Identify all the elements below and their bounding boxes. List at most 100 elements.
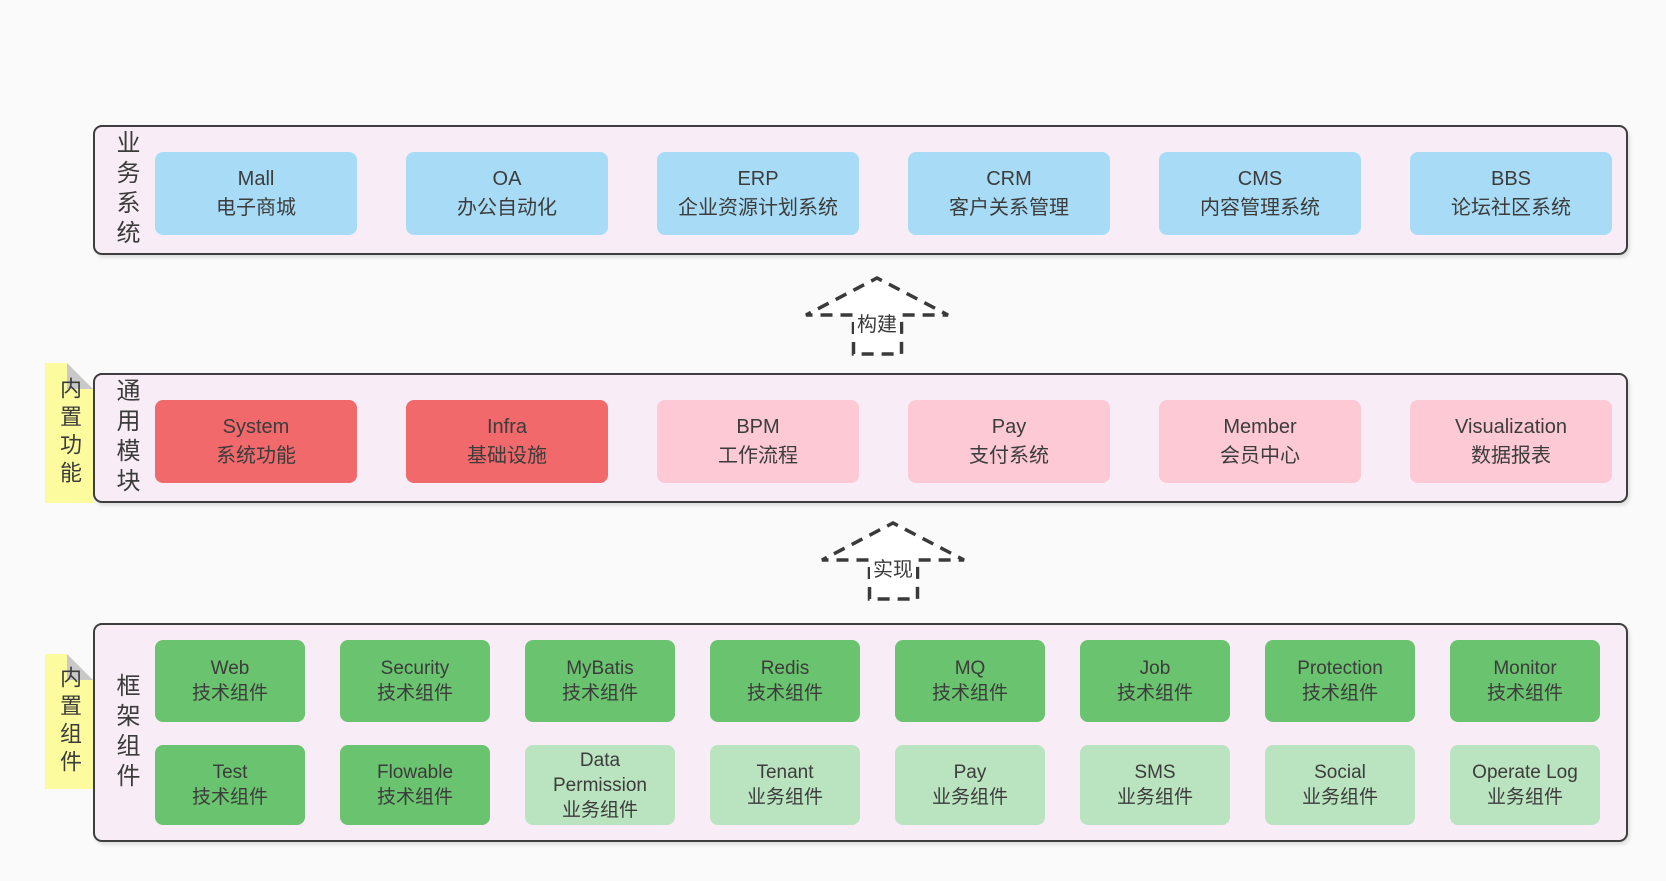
box-subtitle: 支付系统 xyxy=(969,444,1049,467)
box-title: Security xyxy=(380,658,450,679)
box-social: Social 业务组件 xyxy=(1265,745,1415,825)
box-title: Tenant xyxy=(756,762,814,783)
box-title: Social xyxy=(1314,762,1366,783)
box-title: CMS xyxy=(1237,167,1283,190)
framework-row-1: Web 技术组件 Security 技术组件 MyBatis 技术组件 Redi… xyxy=(95,640,1626,722)
box-subtitle: 业务组件 xyxy=(1486,787,1563,808)
box-sms: SMS 业务组件 xyxy=(1080,745,1230,825)
box-title: ERP xyxy=(737,167,779,190)
box-data-permission: Data Permission 业务组件 xyxy=(525,745,675,825)
box-mybatis: MyBatis 技术组件 xyxy=(525,640,675,722)
box-redis: Redis 技术组件 xyxy=(710,640,860,722)
box-security: Security 技术组件 xyxy=(340,640,490,722)
box-subtitle: 会员中心 xyxy=(1220,444,1300,467)
arrow-label: 实现 xyxy=(870,552,916,583)
box-title: Redis xyxy=(760,658,810,679)
tag-builtin-components: 内置组件 xyxy=(45,654,93,789)
box-title: OA xyxy=(492,167,522,190)
box-subtitle: 基础设施 xyxy=(467,444,547,467)
box-subtitle: 数据报表 xyxy=(1471,444,1551,467)
box-member: Member 会员中心 xyxy=(1159,400,1361,483)
box-subtitle: 业务组件 xyxy=(746,787,823,808)
box-title: BPM xyxy=(736,415,780,438)
section-framework-components: 框架组件 Web 技术组件 Security 技术组件 MyBatis 技术组件… xyxy=(93,623,1628,842)
box-title: Flowable xyxy=(376,762,454,783)
box-subtitle: 技术组件 xyxy=(1116,683,1193,704)
box-subtitle: 内容管理系统 xyxy=(1200,196,1320,219)
box-title: Job xyxy=(1139,658,1171,679)
framework-row-2: Test 技术组件 Flowable 技术组件 Data Permission … xyxy=(95,745,1626,825)
box-monitor: Monitor 技术组件 xyxy=(1450,640,1600,722)
box-subtitle: 办公自动化 xyxy=(457,196,557,219)
box-cms: CMS 内容管理系统 xyxy=(1159,152,1361,235)
section-common-modules: 通用模块 System 系统功能 Infra 基础设施 BPM 工作流程 Pay… xyxy=(93,373,1628,503)
section-label-common-modules: 通用模块 xyxy=(112,378,139,498)
box-subtitle: 业务组件 xyxy=(931,787,1008,808)
box-flowable: Flowable 技术组件 xyxy=(340,745,490,825)
box-subtitle: 系统功能 xyxy=(216,444,296,467)
box-title: Test xyxy=(212,762,248,783)
box-test: Test 技术组件 xyxy=(155,745,305,825)
box-tenant: Tenant 业务组件 xyxy=(710,745,860,825)
arrow-label: 构建 xyxy=(854,307,900,338)
box-pay: Pay 支付系统 xyxy=(908,400,1110,483)
box-subtitle: 技术组件 xyxy=(191,683,268,704)
box-title: Infra xyxy=(486,415,528,438)
box-subtitle: 客户关系管理 xyxy=(949,196,1069,219)
arrow-implement: 实现 xyxy=(820,521,966,601)
box-subtitle: 技术组件 xyxy=(376,683,453,704)
box-web: Web 技术组件 xyxy=(155,640,305,722)
box-subtitle: 技术组件 xyxy=(1301,683,1378,704)
box-subtitle: 业务组件 xyxy=(1116,787,1193,808)
box-subtitle: 技术组件 xyxy=(1486,683,1563,704)
box-bbs: BBS 论坛社区系统 xyxy=(1410,152,1612,235)
box-erp: ERP 企业资源计划系统 xyxy=(657,152,859,235)
box-subtitle: 业务组件 xyxy=(1301,787,1378,808)
box-oa: OA 办公自动化 xyxy=(406,152,608,235)
box-subtitle: 工作流程 xyxy=(718,444,798,467)
box-title: CRM xyxy=(986,167,1032,190)
box-protection: Protection 技术组件 xyxy=(1265,640,1415,722)
box-subtitle: 企业资源计划系统 xyxy=(678,196,838,219)
box-title: MyBatis xyxy=(566,658,634,679)
box-title: Data Permission xyxy=(553,749,647,796)
box-system: System 系统功能 xyxy=(155,400,357,483)
box-subtitle: 电子商城 xyxy=(216,196,296,219)
box-infra: Infra 基础设施 xyxy=(406,400,608,483)
box-pay-component: Pay 业务组件 xyxy=(895,745,1045,825)
tag-builtin-features: 内置功能 xyxy=(45,363,93,503)
box-subtitle: 技术组件 xyxy=(191,787,268,808)
box-title: Member xyxy=(1223,415,1297,438)
box-operate-log: Operate Log 业务组件 xyxy=(1450,745,1600,825)
box-subtitle: 技术组件 xyxy=(561,683,638,704)
box-title: Protection xyxy=(1297,658,1383,679)
box-bpm: BPM 工作流程 xyxy=(657,400,859,483)
box-title: Pay xyxy=(953,762,987,783)
tag-label: 内置功能 xyxy=(57,377,82,489)
box-visualization: Visualization 数据报表 xyxy=(1410,400,1612,483)
box-title: BBS xyxy=(1490,167,1532,190)
arrow-build: 构建 xyxy=(804,276,950,356)
box-subtitle: 技术组件 xyxy=(931,683,1008,704)
box-subtitle: 技术组件 xyxy=(376,787,453,808)
box-crm: CRM 客户关系管理 xyxy=(908,152,1110,235)
box-mall: Mall 电子商城 xyxy=(155,152,357,235)
box-job: Job 技术组件 xyxy=(1080,640,1230,722)
box-title: Mall xyxy=(237,167,275,190)
section-business-systems: 业务系统 Mall 电子商城 OA 办公自动化 ERP 企业资源计划系统 CRM… xyxy=(93,125,1628,255)
box-mq: MQ 技术组件 xyxy=(895,640,1045,722)
section-label-framework-components: 框架组件 xyxy=(112,672,139,793)
box-title: MQ xyxy=(954,658,986,679)
box-title: Visualization xyxy=(1455,415,1567,438)
box-title: Pay xyxy=(991,415,1027,438)
box-title: Monitor xyxy=(1493,658,1557,679)
box-title: System xyxy=(222,415,290,438)
box-title: Operate Log xyxy=(1472,762,1578,783)
box-subtitle: 论坛社区系统 xyxy=(1451,196,1571,219)
tag-label: 内置组件 xyxy=(57,665,82,778)
section-label-business-systems: 业务系统 xyxy=(112,130,139,250)
box-subtitle: 技术组件 xyxy=(746,683,823,704)
box-title: Web xyxy=(210,658,250,679)
box-subtitle: 业务组件 xyxy=(561,799,638,821)
